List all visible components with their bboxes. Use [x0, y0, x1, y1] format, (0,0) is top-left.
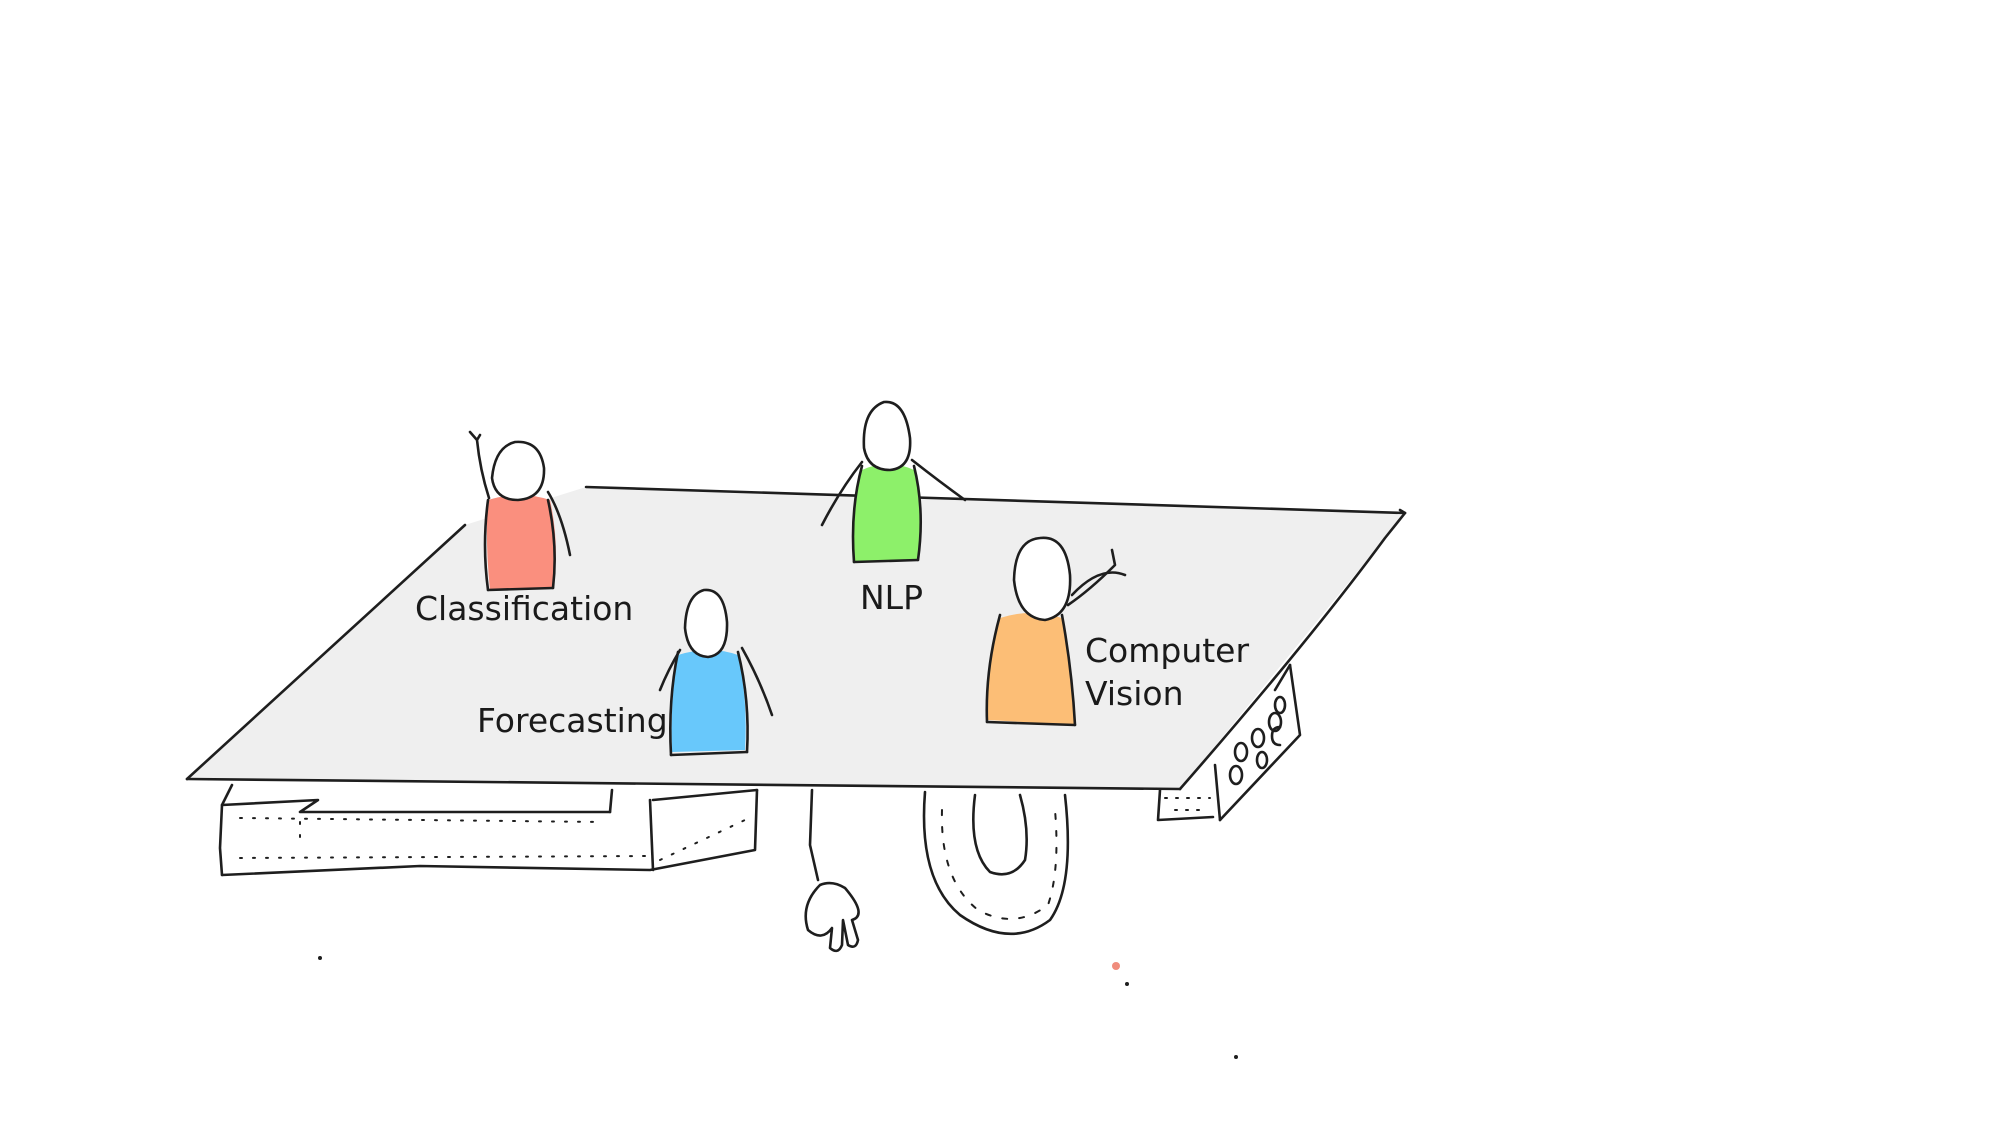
- left-bench: [218, 783, 759, 877]
- computer-vision-label: Computer Vision: [1085, 629, 1249, 715]
- computer-vision-figure: [985, 536, 1127, 727]
- computer-vision-label-line1: Computer: [1085, 631, 1250, 670]
- forecasting-figure: [658, 588, 774, 757]
- right-bench: [1156, 663, 1302, 822]
- dangling-hand: [804, 788, 860, 953]
- computer-vision-label-line2: Vision: [1085, 674, 1184, 713]
- stray-dots: [318, 956, 1238, 1059]
- u-shaped-chair: [922, 790, 1070, 936]
- nlp-figure: [820, 400, 967, 564]
- classification-label: Classification: [415, 589, 634, 628]
- forecasting-label: Forecasting: [477, 701, 668, 740]
- classification-figure: [468, 430, 572, 592]
- nlp-label: NLP: [860, 578, 923, 617]
